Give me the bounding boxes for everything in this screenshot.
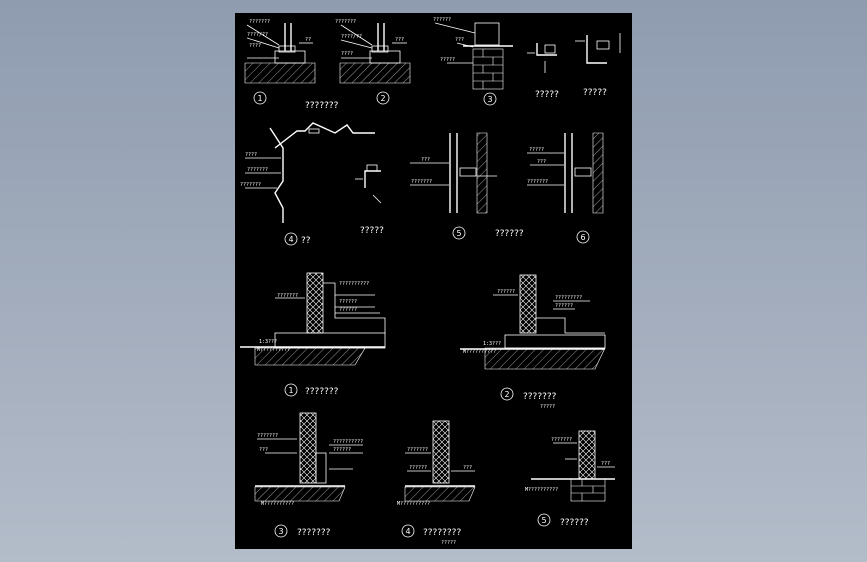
detail-number: 3: [487, 95, 492, 104]
detail-number: 2: [380, 94, 385, 103]
mid-detail-5: ??? ??????? 5 ??????: [410, 132, 524, 240]
lower-detail-2: ?????? ????????? ?????? 1:3??? M????????…: [460, 274, 606, 410]
top-detail-2: ??????? ????/?? ???? ??? 2: [335, 19, 411, 105]
detail-number: 4: [405, 527, 410, 536]
bottom-detail-5: ??????? ??? M?????????? 5 ??????: [525, 430, 615, 528]
label: M??????????: [397, 501, 430, 507]
label: M??????????: [261, 501, 294, 507]
label: ???: [463, 465, 472, 471]
label: ??: [305, 37, 311, 43]
label: ???????: [249, 19, 270, 25]
bottom-detail-4: ??????? ?????? ??? M?????????? 4 ???????…: [397, 420, 476, 546]
lower-detail-1: ??????? ?????????? ?????? ?????? 1:3??? …: [240, 272, 386, 397]
label: 1:3???: [259, 339, 277, 345]
label: ???: [259, 447, 268, 453]
caption: ????????: [423, 528, 461, 538]
label: ??????????: [339, 281, 369, 287]
caption: ?????: [535, 90, 559, 100]
label: ???????: [257, 433, 278, 439]
caption: ??????: [560, 518, 589, 528]
caption: ???????: [297, 528, 331, 538]
label: ???????: [411, 179, 432, 185]
detail-number: 1: [257, 94, 262, 103]
label: ??????: [333, 447, 351, 453]
label: ????: [249, 43, 261, 49]
label: ????: [341, 51, 353, 57]
caption: ??????: [495, 229, 524, 239]
label: ??????: [497, 289, 515, 295]
label: M??????????: [463, 349, 496, 355]
bottom-detail-3: ??????? ??? ?????????? ?????? M?????????…: [254, 412, 363, 538]
label: ????/??: [247, 32, 268, 38]
label: ?????: [440, 57, 455, 63]
detail-number: 6: [580, 233, 585, 242]
label: 1:3???: [483, 341, 501, 347]
label: ??????: [339, 307, 357, 313]
caption: ?????: [360, 226, 384, 236]
detail-number: 1: [288, 386, 293, 395]
detail-number: 5: [541, 516, 546, 525]
label: ???????: [335, 19, 356, 25]
label: ??????: [433, 17, 451, 23]
top-detail-3: ?????? ??? ????? 3: [433, 17, 513, 106]
label: ???????: [407, 447, 428, 453]
label: ???????: [551, 437, 572, 443]
label: ??????: [409, 465, 427, 471]
label: ????/??: [341, 34, 362, 40]
label: M??????????: [257, 347, 290, 353]
label: ???: [537, 159, 546, 165]
label: ??????????: [333, 439, 363, 445]
caption: ???????: [523, 392, 557, 402]
detail-number: 2: [504, 390, 509, 399]
top-detail-bracket-a: ?????: [527, 43, 559, 100]
top-detail-1: ??????? ????/?? ???? ?? 1: [244, 19, 316, 105]
caption: ??: [301, 236, 311, 246]
mid-detail-4: ???? ??????? ??????? 4 ??: [240, 122, 375, 246]
top-detail-bracket-b: ?????: [575, 33, 621, 98]
mid-detail-6: ????? ??? ??????? 6: [527, 132, 604, 244]
label: ???: [421, 157, 430, 163]
label: ?????????: [555, 295, 582, 301]
mid-bracket-c: ?????: [355, 164, 384, 236]
label: ???????: [277, 293, 298, 299]
label: ???????: [247, 167, 268, 173]
caption: ?????: [583, 88, 607, 98]
detail-number: 5: [456, 229, 461, 238]
label: ???: [455, 37, 464, 43]
caption: ???????: [305, 101, 339, 111]
caption: ???????: [305, 387, 339, 397]
label: ???: [601, 461, 610, 467]
sub-caption: ?????: [441, 540, 456, 546]
label: ????: [245, 152, 257, 158]
sub-caption: ?????: [540, 404, 555, 410]
label: ??????: [555, 303, 573, 309]
detail-number: 4: [288, 235, 293, 244]
cad-drawing: ??????? ????/?? ???? ?? 1 ??????? ????/?…: [240, 17, 621, 546]
label: ???????: [240, 182, 261, 188]
drawing-sheet: ??????? ????/?? ???? ?? 1 ??????? ????/?…: [235, 13, 632, 549]
label: ???????: [527, 179, 548, 185]
label: ?????: [529, 147, 544, 153]
label: ??????: [339, 299, 357, 305]
detail-number: 3: [278, 527, 283, 536]
label: M??????????: [525, 487, 558, 493]
label: ???: [395, 37, 404, 43]
